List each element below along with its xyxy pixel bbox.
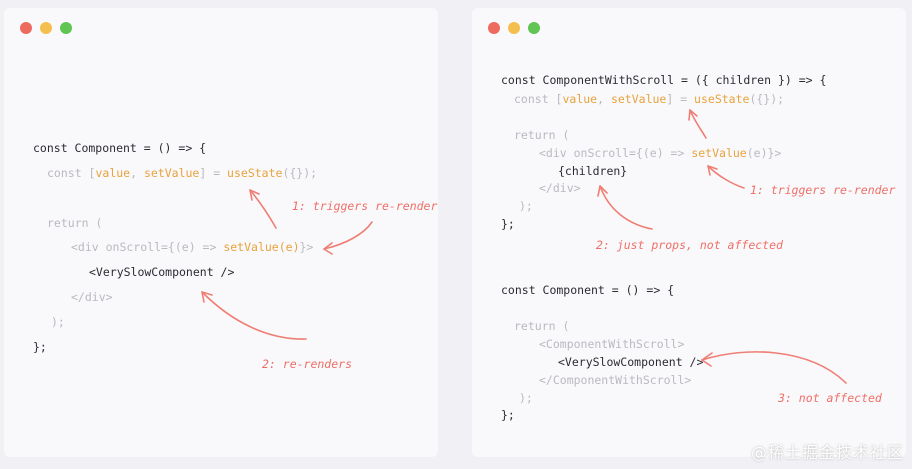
- annotation-note: 1: triggers re-render: [750, 183, 896, 197]
- code-line-right: };: [501, 217, 515, 231]
- code-line-right: <ComponentWithScroll>: [539, 337, 684, 351]
- code-line-right: <div onScroll={(e) => setValue(e)}>: [539, 146, 781, 160]
- code-token: setValue(e): [223, 240, 300, 254]
- code-line-left: };: [33, 340, 47, 354]
- code-token: <VerySlowComponent />: [89, 265, 235, 279]
- annotation-note: 2: just props, not affected: [596, 238, 783, 252]
- code-line-right: <VerySlowComponent />: [558, 355, 703, 369]
- code-token: ] =: [199, 166, 228, 180]
- watermark: @稀土掘金技术社区: [750, 443, 904, 462]
- code-token: <VerySlowComponent />: [558, 355, 704, 369]
- code-token: );: [519, 391, 533, 405]
- code-token: );: [51, 315, 65, 329]
- code-token: ,: [130, 166, 144, 180]
- code-token: const Component = () => {: [33, 141, 207, 155]
- code-line-right: </ComponentWithScroll>: [539, 373, 691, 387]
- code-token: setValue: [610, 92, 667, 106]
- close-dot-icon: [488, 22, 500, 34]
- minimize-dot-icon: [508, 22, 520, 34]
- code-token: ({});: [749, 92, 785, 106]
- code-token: useState: [227, 166, 283, 180]
- code-token: );: [519, 199, 533, 213]
- code-token: <div onScroll={(e) =>: [539, 146, 692, 160]
- code-token: value: [562, 92, 598, 106]
- code-token: return (: [514, 319, 570, 333]
- code-token: };: [33, 340, 47, 354]
- code-line-right: const Component = () => {: [501, 283, 674, 297]
- code-token: }>: [299, 240, 314, 254]
- code-token: (e)}>: [746, 146, 782, 160]
- code-panel-left: [4, 8, 438, 457]
- code-token: ,: [597, 92, 611, 106]
- code-line-right: );: [519, 199, 533, 213]
- minimize-dot-icon: [40, 22, 52, 34]
- code-token: ] =: [666, 92, 695, 106]
- code-token: const [: [514, 92, 563, 106]
- annotation-note: 2: re-renders: [262, 357, 353, 371]
- code-token: const ComponentWithScroll = ({ children …: [501, 73, 827, 87]
- code-token: <div onScroll={(e) =>: [71, 240, 224, 254]
- code-line-left: </div>: [71, 290, 113, 304]
- maximize-dot-icon: [60, 22, 72, 34]
- code-token: return (: [514, 128, 570, 142]
- code-line-right: };: [501, 408, 515, 422]
- code-line-right: return (: [514, 128, 569, 142]
- code-line-right: return (: [514, 319, 569, 333]
- code-line-right: const ComponentWithScroll = ({ children …: [501, 73, 826, 87]
- code-line-right: const [value, setValue] = useState({});: [514, 92, 784, 106]
- code-token: setValue: [691, 146, 747, 160]
- code-token: <ComponentWithScroll>: [539, 337, 685, 351]
- code-token: {children}: [558, 164, 628, 178]
- code-token: </ComponentWithScroll>: [539, 373, 692, 387]
- code-line-left: <div onScroll={(e) => setValue(e)}>: [71, 240, 313, 254]
- code-token: const [: [47, 166, 96, 180]
- code-token: };: [501, 217, 515, 231]
- code-line-left: const [value, setValue] = useState({});: [47, 166, 317, 180]
- code-token: useState: [694, 92, 750, 106]
- annotation-note: 1: triggers re-render: [292, 199, 438, 213]
- code-token: setValue: [143, 166, 200, 180]
- code-token: const Component = () => {: [501, 283, 675, 297]
- close-dot-icon: [20, 22, 32, 34]
- code-token: </div>: [539, 181, 581, 195]
- code-token: };: [501, 408, 515, 422]
- code-token: value: [95, 166, 131, 180]
- code-line-right: );: [519, 391, 533, 405]
- maximize-dot-icon: [528, 22, 540, 34]
- code-line-left: <VerySlowComponent />: [89, 265, 234, 279]
- code-token: return (: [47, 216, 103, 230]
- code-line-left: );: [51, 315, 65, 329]
- code-line-right: </div>: [539, 181, 581, 195]
- code-token: ({});: [282, 166, 318, 180]
- code-line-right: {children}: [558, 164, 627, 178]
- code-line-left: const Component = () => {: [33, 141, 206, 155]
- annotation-note: 3: not affected: [778, 391, 882, 405]
- code-token: </div>: [71, 290, 113, 304]
- code-line-left: return (: [47, 216, 102, 230]
